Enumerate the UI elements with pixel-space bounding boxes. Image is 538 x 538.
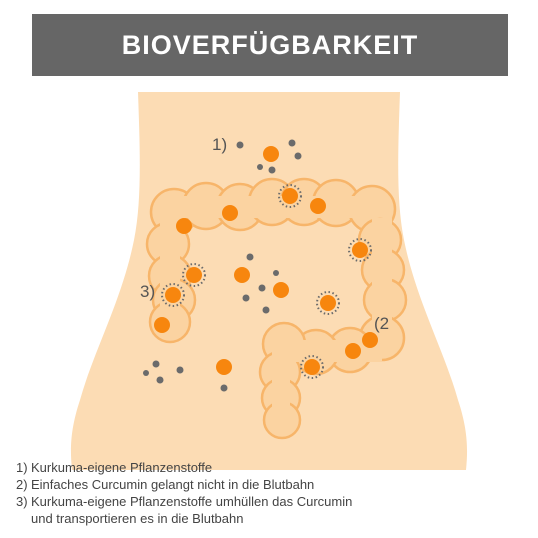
legend: 1) Kurkuma-eigene Pflanzenstoffe 2) Einf… (16, 459, 526, 527)
plant-substance-dot (294, 152, 302, 160)
curcumin-dot (362, 332, 378, 348)
plant-substance-dot (273, 270, 279, 276)
wrapped-curcumin-particle (348, 238, 372, 262)
curcumin-dot (273, 282, 289, 298)
legend-text: Kurkuma-eigene Pflanzenstoffe (31, 460, 213, 475)
curcumin-dot (345, 343, 361, 359)
curcumin-particles (154, 146, 378, 375)
curcumin-dot (216, 359, 232, 375)
curcumin-dot (310, 198, 326, 214)
plant-substance-dot (268, 166, 276, 174)
wrapped-curcumin-particle (278, 184, 302, 208)
plant-substance-dot (242, 294, 250, 302)
curcumin-dot (154, 317, 170, 333)
wrapped-curcumin-particle (300, 355, 324, 379)
curcumin-dot (263, 146, 279, 162)
plant-substance-dot (156, 376, 164, 384)
plant-substance-dot (257, 164, 263, 170)
plant-substance-dot (220, 384, 228, 392)
wrapped-curcumin-particle (316, 291, 340, 315)
plant-substance-dot (258, 284, 266, 292)
legend-item: 1) Kurkuma-eigene Pflanzenstoffe (16, 459, 526, 476)
plant-substance-dot (262, 306, 270, 314)
plant-substance-dot (152, 360, 160, 368)
wrapped-curcumin-particle (182, 263, 206, 287)
legend-text: Kurkuma-eigene Pflanzenstoffe umhüllen d… (31, 494, 353, 526)
label-three: 3) (140, 282, 155, 301)
curcumin-dot (222, 205, 238, 221)
label-two: (2 (374, 314, 389, 333)
curcumin-dot (176, 218, 192, 234)
legend-number: 2) (16, 477, 28, 492)
legend-number: 3) (16, 494, 28, 509)
plant-substance-dot (143, 370, 149, 376)
plant-substance-dot (246, 253, 254, 261)
plant-substance-dot (176, 366, 184, 374)
curcumin-dot (234, 267, 250, 283)
label-one: 1) (212, 135, 227, 154)
plant-substances (143, 139, 302, 392)
wrapped-curcumin-particle (161, 283, 185, 307)
wrapped-curcumin (161, 184, 372, 379)
page-title: BIOVERFÜGBARKEIT (121, 29, 419, 60)
title-banner: BIOVERFÜGBARKEIT (32, 14, 508, 76)
legend-number: 1) (16, 460, 28, 475)
legend-text: Einfaches Curcumin gelangt nicht in die … (31, 477, 315, 492)
legend-item: 3) Kurkuma-eigene Pflanzenstoffe umhülle… (16, 493, 526, 527)
plant-substance-dot (236, 141, 244, 149)
legend-item: 2) Einfaches Curcumin gelangt nicht in d… (16, 476, 526, 493)
plant-substance-dot (288, 139, 296, 147)
